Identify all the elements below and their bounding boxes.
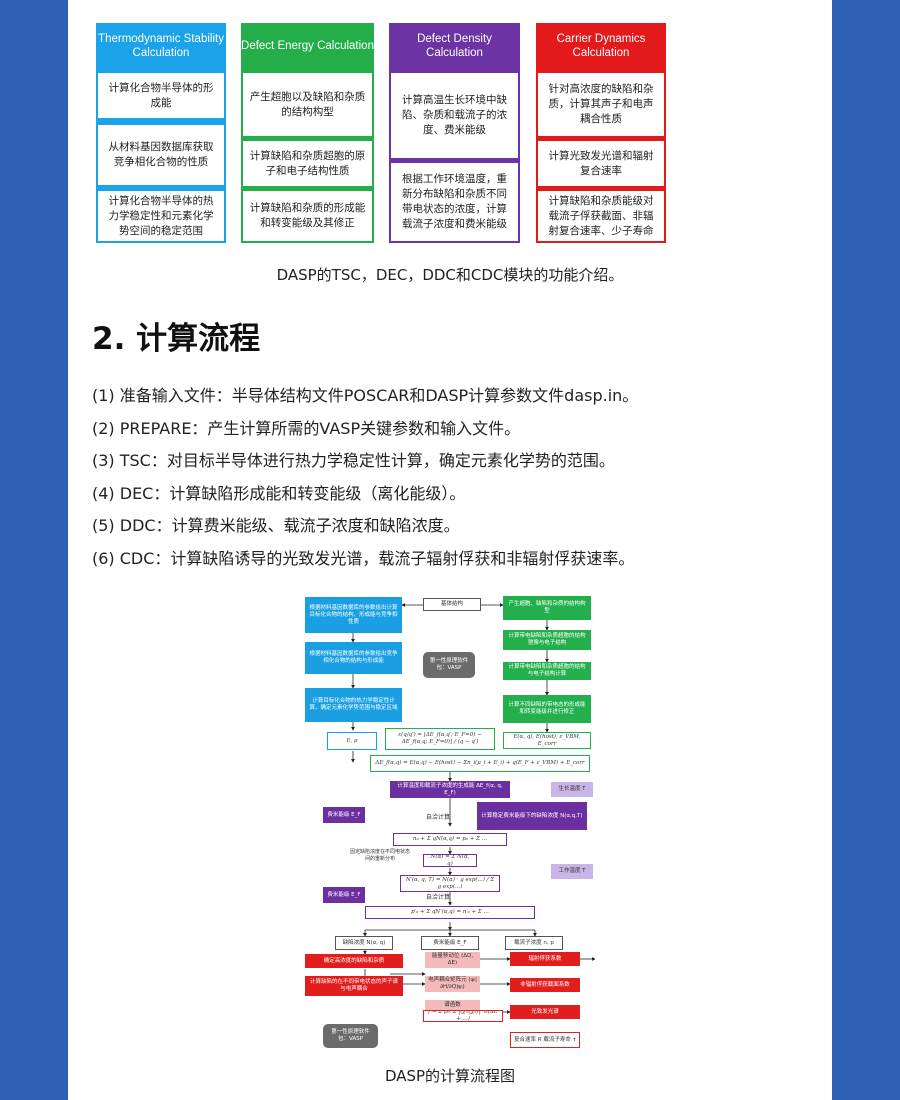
module-item: 从材料基因数据库获取竞争相化合物的性质 <box>98 125 224 185</box>
formation-energy-eq: ΔE_f(α,q) = E(α,q) − E(host) − Σn_i(μ_i … <box>370 755 590 772</box>
working-temperature-box: 工作温度 T <box>551 864 593 879</box>
energy-eq: E(α, q), E(host), ε_VBM, E_corr <box>503 732 591 749</box>
redistributed-concentration-eq: N′(α, q, T) = N(α) · g exp(...) / Σ g ex… <box>400 875 500 892</box>
module-title: Defect Energy Calculation <box>241 39 374 52</box>
tsc-step-2: 根据材料基因数据库的参数给出竞争相化合物的结构与形成能 <box>305 642 402 674</box>
dec-step-2: 计算带电缺陷和杂质超胞的结构弛豫与电子结构 <box>503 630 591 650</box>
tsc-step-3: 计算目标化合物的热力学稳定性计算，确定元素化学势范围与稳定区域 <box>305 688 402 722</box>
dec-step-3: 计算带电缺陷和杂质超胞的结构与电子结构计算 <box>503 662 591 680</box>
self-consistent-label-1: 自洽计算 <box>425 814 450 821</box>
step-item: (6) CDC：计算缺陷诱导的光致发光谱，载流子辐射俘获和非辐射俘获速率。 <box>92 548 635 568</box>
workflow-diagram: 基体结构 根据材料基因数据库的参数给出计算目标化合物的结构、形成能与竞争相性质 … <box>305 592 595 1057</box>
module-item: 针对高浓度的缺陷和杂质，计算其声子和电声耦合性质 <box>538 73 664 136</box>
carrier-concentration-result: 载流子浓度 n, p <box>505 936 563 950</box>
ddc-formation-box: 计算温度和载流子浓度的生成能 ΔE_f(α, q, E_F) <box>390 781 510 798</box>
cdc-step-2: 计算缺陷的在不同带电状态的声子谱与电声耦合 <box>305 976 403 996</box>
recombination-result: 复合速率 R 载流子寿命 τ <box>510 1032 580 1048</box>
figure-caption-modules: DASP的TSC，DEC，DDC和CDC模块的功能介绍。 <box>276 266 624 284</box>
module-title: Carrier Dynamics Calculation <box>556 32 646 59</box>
module-item: 根据工作环境温度，重新分布缺陷和杂质不同带电状态的浓度，计算载流子浓度和费米能级 <box>391 163 518 241</box>
module-item: 计算光致发光谱和辐射复合速率 <box>538 141 664 186</box>
module-ddc: Defect Density Calculation 计算高温生长环境中缺陷、杂… <box>389 23 520 243</box>
module-item: 计算缺陷和杂质能级对载流子俘获截面、非辐射复合速率、少子寿命 <box>538 191 664 241</box>
spectral-function-eq: f = Σ pₘ Σ |⟨χₘ|χₙ⟩|² δ(ΔE + ...) <box>423 1010 503 1022</box>
module-dec: Defect Energy Calculation 产生超胞以及缺陷和杂质的结构… <box>241 23 374 243</box>
module-tsc: Thermodynamic Stability Calculation 计算化合… <box>96 23 226 243</box>
radiative-capture-box: 辐射俘获系数 <box>510 952 580 966</box>
module-title: Thermodynamic Stability Calculation <box>98 32 224 59</box>
step-item: (2) PREPARE：产生计算所需的VASP关键参数和输入文件。 <box>92 418 521 438</box>
dec-step-4: 计算不同缺陷的带电态的形成能和转变能级并进行修正 <box>503 695 591 723</box>
growth-temperature-box: 生长温度 T <box>551 782 593 797</box>
defect-concentration-result: 缺陷浓度 N(α, q) <box>335 936 393 950</box>
host-structure-box: 基体结构 <box>423 598 481 611</box>
photoluminescence-box: 光致发光谱 <box>510 1005 580 1019</box>
tsc-step-1: 根据材料基因数据库的参数给出计算目标化合物的结构、形成能与竞争相性质 <box>305 597 402 633</box>
cdc-step-1: 确定高浓度的缺陷和杂质 <box>305 954 403 968</box>
step-item: (4) DEC：计算缺陷形成能和转变能级（离化能级）。 <box>92 483 466 503</box>
vasp-software-box-2: 第一性原理软件包：VASP <box>323 1024 378 1048</box>
section-title: 2. 计算流程 <box>92 321 261 357</box>
defect-concentration-box: 计算稳定费米能级下的缺陷浓度 N(α,q,T) <box>477 802 587 830</box>
figure-caption-flow: DASP的计算流程图 <box>384 1067 516 1085</box>
fermi-level-box-1: 费米能级 E_F <box>323 807 365 823</box>
fermi-level-result: 费米能级 E_F <box>421 936 479 950</box>
vasp-software-box: 第一性原理软件包：VASP <box>423 652 475 678</box>
coupling-matrix-box: 电声耦合矩阵元 ⟨ψᵢ|∂H/∂Q|ψⱼ⟩ <box>425 976 480 992</box>
module-item: 产生超胞以及缺陷和杂质的结构构型 <box>243 73 372 136</box>
step-item: (3) TSC：对目标半导体进行热力学稳定性计算，确定元素化学势的范围。 <box>92 451 615 470</box>
transition-level-eq: ε(q/q′) = [ΔE_f(α,q′; E_F=0) − ΔE_f(α,q;… <box>385 728 495 750</box>
step-item: (1) 准备输入文件：半导体结构文件POSCAR和DASP计算参数文件dasp.… <box>92 386 639 405</box>
module-title: Defect Density Calculation <box>417 32 492 59</box>
module-item: 计算高温生长环境中缺陷、杂质和载流子的浓度、费米能级 <box>391 73 518 158</box>
energy-shift-box: 能量移动位 (ΔQ, ΔE) <box>425 952 480 968</box>
module-item: 计算化合物半导体的形成能 <box>98 73 224 118</box>
self-consistent-label-2: 自洽计算 <box>425 894 450 901</box>
total-concentration-eq: N(α) = Σ N(α, q) <box>423 854 477 867</box>
module-item: 计算缺陷和杂质超胞的原子和电子结构性质 <box>243 141 372 186</box>
neutrality-eq-1: n₀ + Σ qN(α,q) = p₀ + Σ ... <box>393 833 507 846</box>
step-item: (5) DDC：计算费米能级、载流子浓度和缺陷浓度。 <box>92 516 460 535</box>
redistribution-note: 固定缺陷浓度在不同电状态间的重新分布 <box>350 849 411 862</box>
neutrality-eq-2: p′₀ + Σ qN′(α,q) = n′₀ + Σ ... <box>365 906 535 919</box>
module-item: 计算化合物半导体的热力学稳定性和元素化学势空间的稳定范围 <box>98 191 224 241</box>
module-item: 计算缺陷和杂质的形成能和转变能级及其修正 <box>243 191 372 241</box>
fermi-level-box-2: 费米能级 E_F <box>323 887 365 903</box>
chem-potential-eq: E, μ <box>327 732 377 750</box>
spectral-function-box: 谱函数 <box>425 1000 480 1010</box>
dec-step-1: 产生超胞、缺陷和杂质的结构构型 <box>503 596 591 620</box>
module-table: Thermodynamic Stability Calculation 计算化合… <box>96 23 736 243</box>
module-cdc: Carrier Dynamics Calculation 针对高浓度的缺陷和杂质… <box>536 23 666 243</box>
nonradiative-capture-box: 非辐射俘获截面系数 <box>510 978 580 992</box>
step-list: (1) 准备输入文件：半导体结构文件POSCAR和DASP计算参数文件dasp.… <box>92 380 638 575</box>
